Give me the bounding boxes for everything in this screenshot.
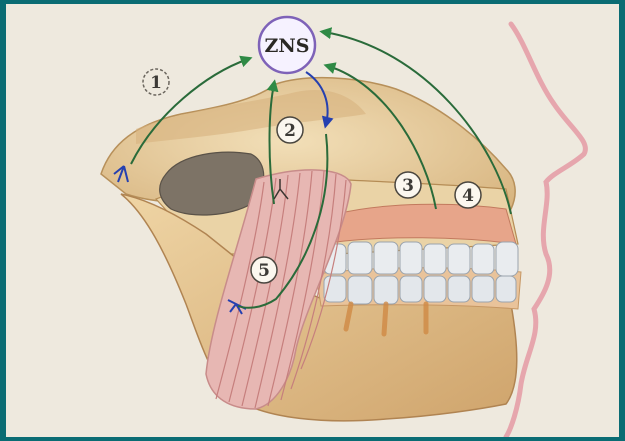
label-4: 4 (462, 186, 474, 206)
label-1: 1 (150, 73, 162, 93)
upper-lip (336, 204, 516, 244)
zns-node: ZNS (259, 17, 315, 73)
label-5: 5 (258, 261, 270, 281)
label-2: 2 (284, 121, 296, 141)
label-4-marker: 4 (455, 182, 481, 208)
upper-teeth (324, 242, 518, 276)
label-3-marker: 3 (395, 172, 421, 198)
skull-reflex-diagram: ZNS 1 2 3 4 5 (6, 4, 619, 437)
label-3: 3 (402, 176, 414, 196)
label-1-marker: 1 (143, 69, 169, 95)
zns-label: ZNS (265, 35, 310, 57)
illustration-frame: ZNS 1 2 3 4 5 (6, 4, 619, 437)
label-2-marker: 2 (277, 117, 303, 143)
face-profile-outline (506, 24, 585, 437)
label-5-marker: 5 (251, 257, 277, 283)
lower-teeth (324, 276, 516, 304)
